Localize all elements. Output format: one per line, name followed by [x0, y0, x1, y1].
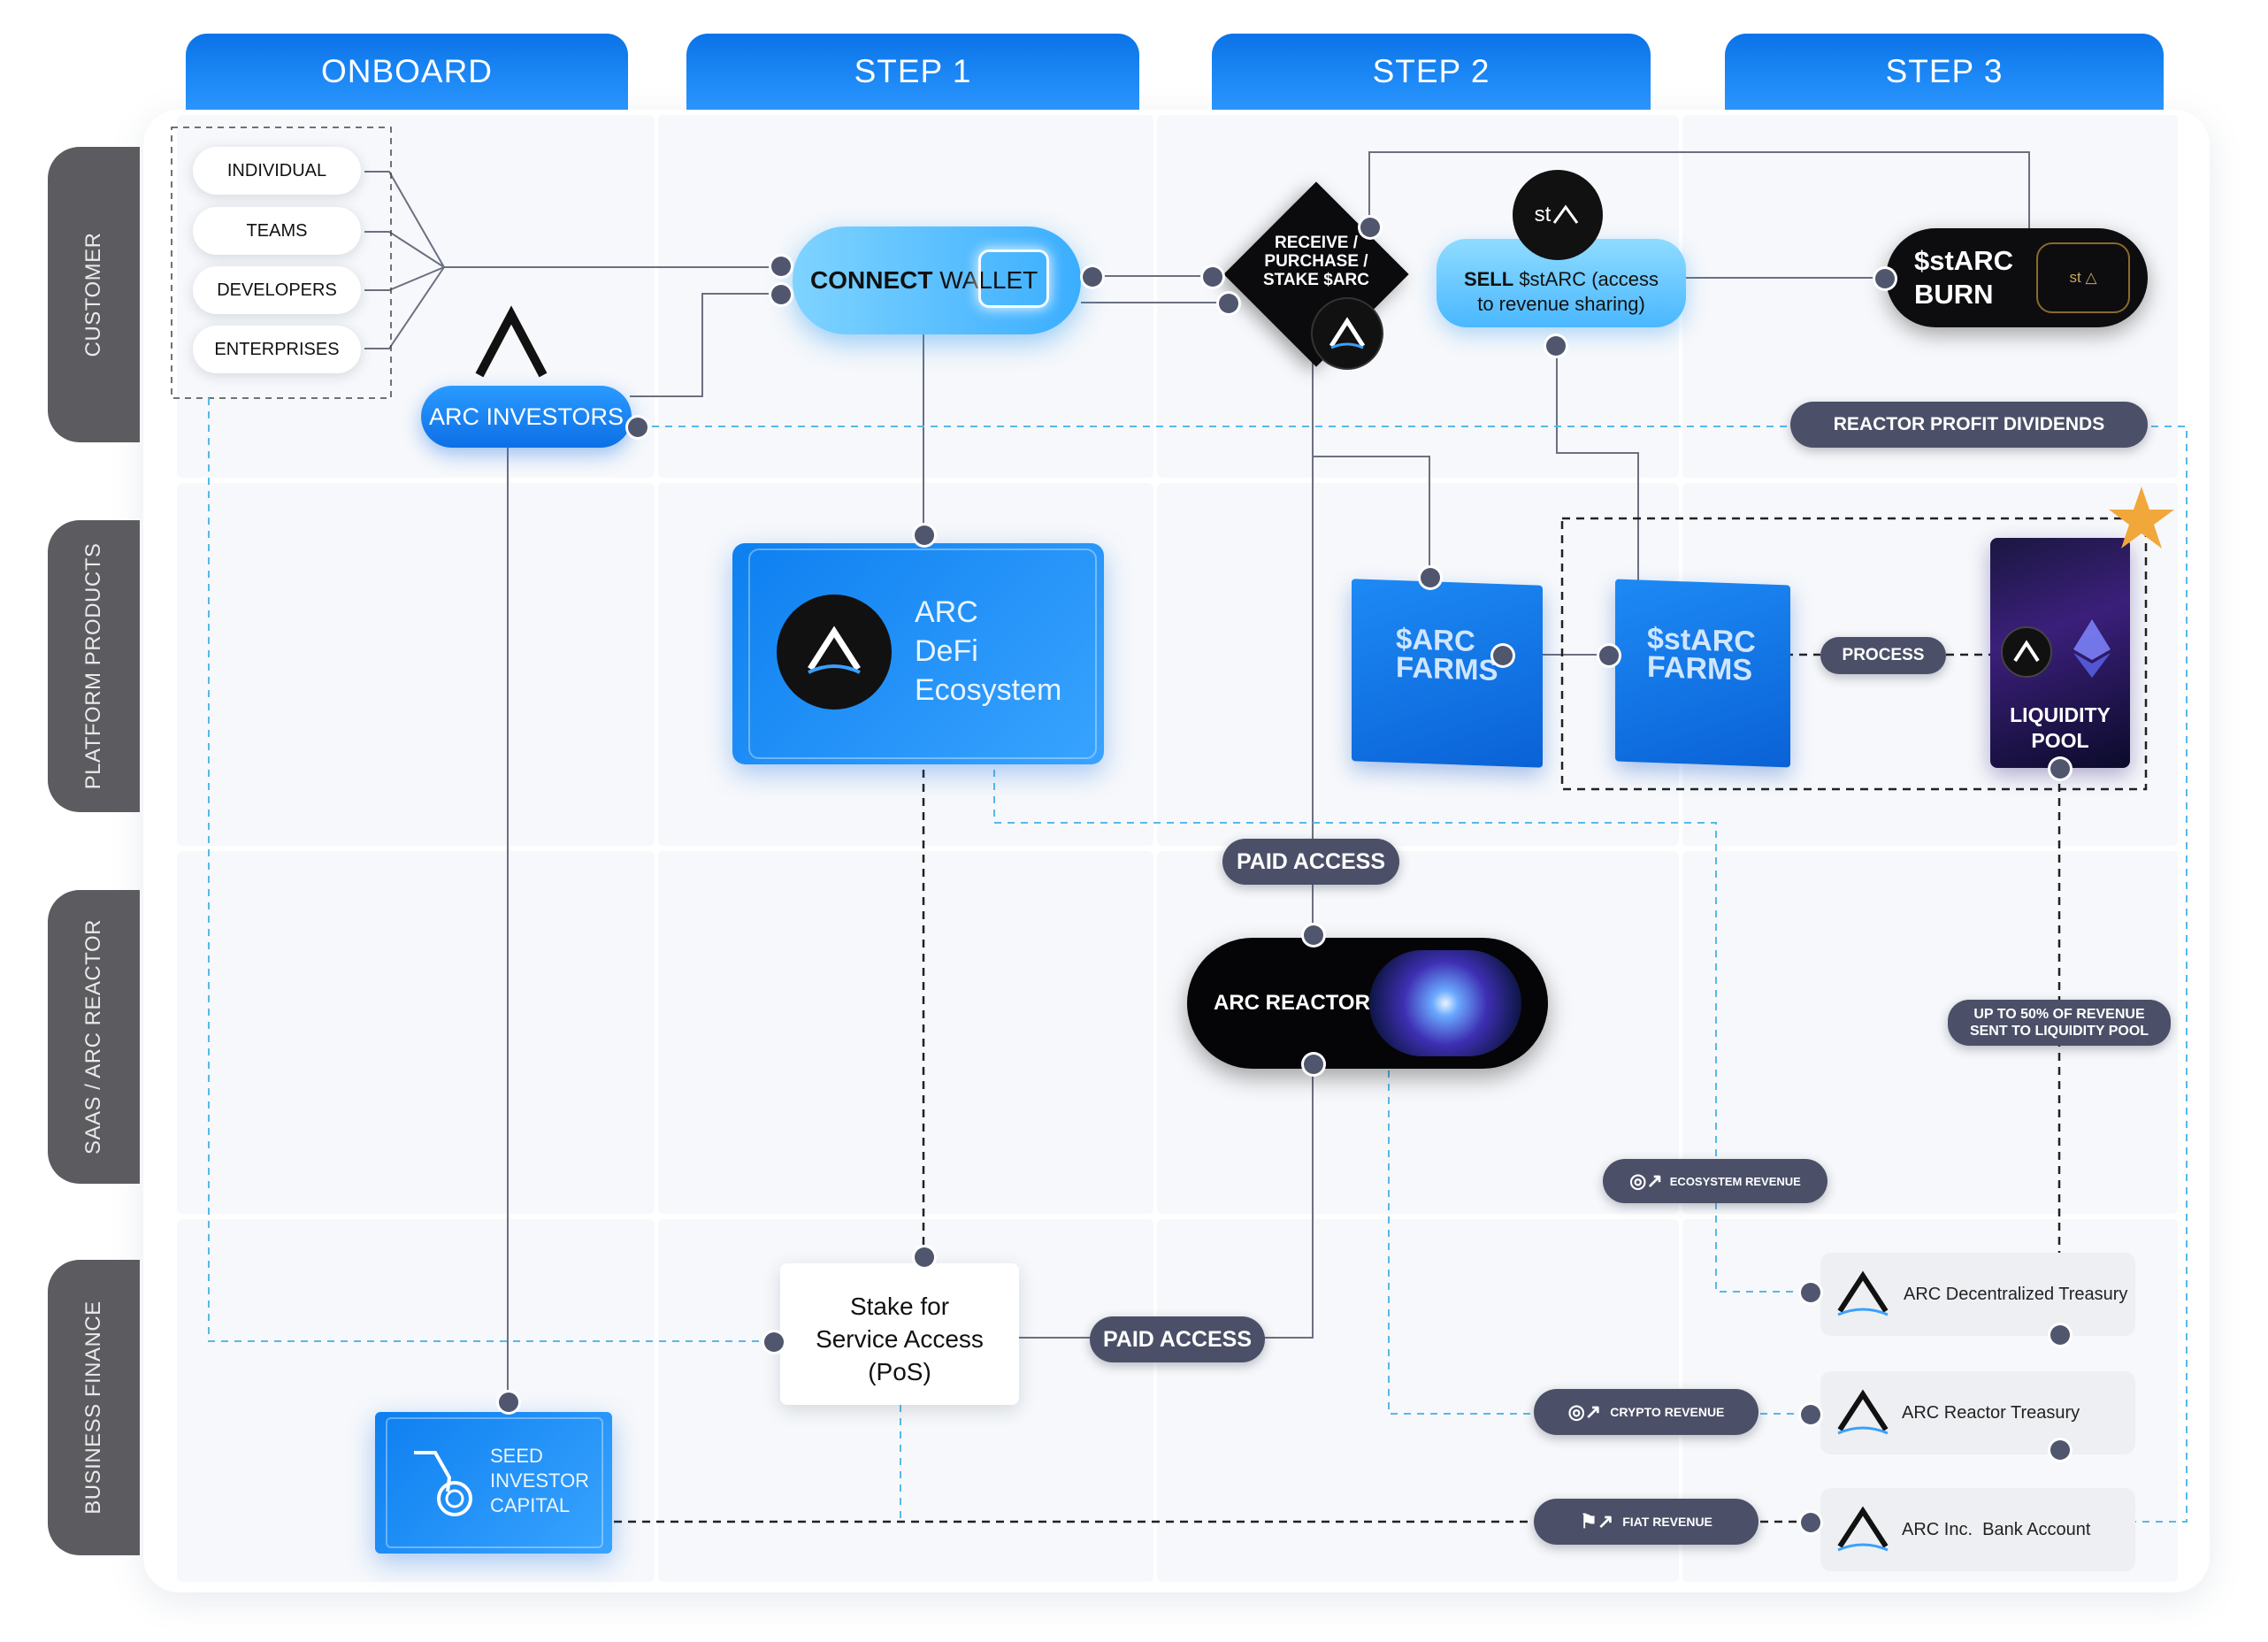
- connect-wallet-button[interactable]: CONNECT WALLET: [793, 226, 1081, 334]
- up-to-50-line-2: SENT TO LIQUIDITY POOL: [1969, 1024, 2149, 1039]
- arc-logo-icon: [1837, 1506, 1889, 1552]
- row-label-platform-products: PLATFORM PRODUCTS: [48, 520, 140, 812]
- connect-label: CONNECT: [810, 266, 933, 294]
- burn-line-2: BURN: [1914, 279, 1994, 310]
- liquidity-line-2: POOL: [2031, 729, 2089, 752]
- arc-reactor-treasury-card[interactable]: ARC Reactor Treasury: [1820, 1371, 2135, 1454]
- crypto-revenue-badge: ◎↗CRYPTO REVENUE: [1534, 1389, 1758, 1435]
- row-label-saas-arc-reactor: SAAS / ARC REACTOR: [48, 890, 140, 1184]
- column-header-step-2: STEP 2: [1212, 34, 1651, 110]
- customer-individual[interactable]: INDIVIDUAL: [193, 147, 361, 195]
- reactor-profit-dividends-badge: REACTOR PROFIT DIVIDENDS: [1790, 402, 2148, 448]
- investor-hand-coin-icon: [414, 1451, 472, 1516]
- seed-investor-capital-card[interactable]: SEED INVESTOR CAPITAL: [375, 1412, 612, 1554]
- receive-line-2: PURCHASE /: [1264, 252, 1368, 271]
- receive-line-1: RECEIVE /: [1275, 234, 1358, 252]
- receive-line-3: STAKE $ARC: [1263, 271, 1369, 289]
- stake-service-access-node[interactable]: Stake for Service Access (PoS): [780, 1263, 1019, 1405]
- fiat-chart-icon: ⚑↗: [1580, 1510, 1614, 1532]
- customer-enterprises[interactable]: ENTERPRISES: [193, 326, 361, 373]
- column-header-step-3: STEP 3: [1725, 34, 2164, 110]
- arc-logo-icon: [475, 305, 548, 378]
- star-icon: [2109, 487, 2174, 549]
- arc-reactor-node[interactable]: ARC REACTOR: [1187, 938, 1548, 1069]
- arc-farms-line-2: FARMS: [1396, 649, 1498, 687]
- sell-label: SELL: [1463, 268, 1514, 290]
- treasury-label: ARC Inc. Bank Account: [1902, 1519, 2091, 1539]
- sell-detail-line-2: to revenue sharing): [1477, 293, 1645, 315]
- arc-coin-icon: [1311, 297, 1383, 370]
- arc-logo-icon: [1837, 1389, 1889, 1435]
- burn-badge-icon: st △: [2036, 242, 2130, 313]
- ecosystem-line-3: Ecosystem: [915, 673, 1062, 707]
- paid-access-bottom-badge: PAID ACCESS: [1090, 1316, 1265, 1362]
- wallet-label: WALLET: [939, 266, 1038, 294]
- starc-burn-node[interactable]: $stARC BURN st △: [1886, 228, 2148, 327]
- seed-line-2: INVESTOR: [490, 1469, 590, 1492]
- ecosystem-line-2: DeFi: [915, 634, 978, 668]
- starc-farms-line-2: FARMS: [1647, 649, 1752, 687]
- row-label-business-finance: BUSINESS FINANCE: [48, 1260, 140, 1555]
- paid-access-top-badge: PAID ACCESS: [1222, 839, 1399, 885]
- liquidity-pool-node[interactable]: LIQUIDITY POOL: [1990, 538, 2130, 768]
- sell-detail: $stARC (access: [1519, 268, 1659, 290]
- customer-teams[interactable]: TEAMS: [193, 207, 361, 255]
- crypto-coin-icon: ◎↗: [1567, 1400, 1602, 1423]
- arc-investors-button[interactable]: ARC INVESTORS: [421, 386, 632, 448]
- arc-farms-node[interactable]: $ARC FARMS: [1352, 579, 1543, 768]
- arc-defi-ecosystem-card[interactable]: ARC DeFi Ecosystem: [732, 543, 1104, 764]
- reactor-core-icon: [1369, 950, 1521, 1056]
- column-header-onboard: ONBOARD: [186, 34, 628, 110]
- stake-line-2: Service Access: [816, 1325, 984, 1353]
- stake-line-3: (PoS): [868, 1358, 931, 1385]
- up-to-50-percent-badge: UP TO 50% OF REVENUE SENT TO LIQUIDITY P…: [1948, 1000, 2171, 1046]
- liquidity-line-1: LIQUIDITY: [2010, 703, 2111, 726]
- wallet-icon: [978, 249, 1049, 308]
- fiat-revenue-badge: ⚑↗FIAT REVENUE: [1534, 1499, 1758, 1545]
- ethereum-icon: [2073, 619, 2111, 678]
- treasury-label: ARC Decentralized Treasury: [1904, 1284, 2128, 1304]
- burn-line-1: $stARC: [1914, 245, 2013, 276]
- treasury-label: ARC Reactor Treasury: [1902, 1402, 2080, 1423]
- starc-farms-node[interactable]: $stARC FARMS: [1615, 579, 1790, 768]
- ecosystem-line-1: ARC: [915, 595, 978, 629]
- ecosystem-revenue-badge: ◎↗ECOSYSTEM REVENUE: [1603, 1159, 1827, 1203]
- arc-logo-icon: [777, 595, 892, 710]
- seed-line-1: SEED: [490, 1445, 543, 1467]
- stake-line-1: Stake for: [849, 1293, 950, 1320]
- arc-coin-icon: [2001, 626, 2052, 678]
- arc-inc-bank-account-card[interactable]: ARC Inc. Bank Account: [1820, 1488, 2135, 1571]
- money-growth-icon: ◎↗: [1629, 1170, 1663, 1192]
- arc-reactor-label: ARC REACTOR: [1214, 991, 1370, 1015]
- column-header-step-1: STEP 1: [686, 34, 1139, 110]
- up-to-50-line-1: UP TO 50% OF REVENUE: [1973, 1007, 2145, 1022]
- seed-line-3: CAPITAL: [490, 1494, 571, 1516]
- arc-logo-icon: [1837, 1270, 1889, 1316]
- receive-purchase-stake-node[interactable]: RECEIVE / PURCHASE / STAKE $ARC: [1223, 181, 1409, 370]
- process-badge: PROCESS: [1820, 637, 1946, 674]
- row-label-customer: CUSTOMER: [48, 147, 140, 442]
- arc-decentralized-treasury-card[interactable]: ARC Decentralized Treasury: [1820, 1253, 2135, 1336]
- customer-developers[interactable]: DEVELOPERS: [193, 266, 361, 314]
- starc-coin-icon: st: [1513, 170, 1603, 260]
